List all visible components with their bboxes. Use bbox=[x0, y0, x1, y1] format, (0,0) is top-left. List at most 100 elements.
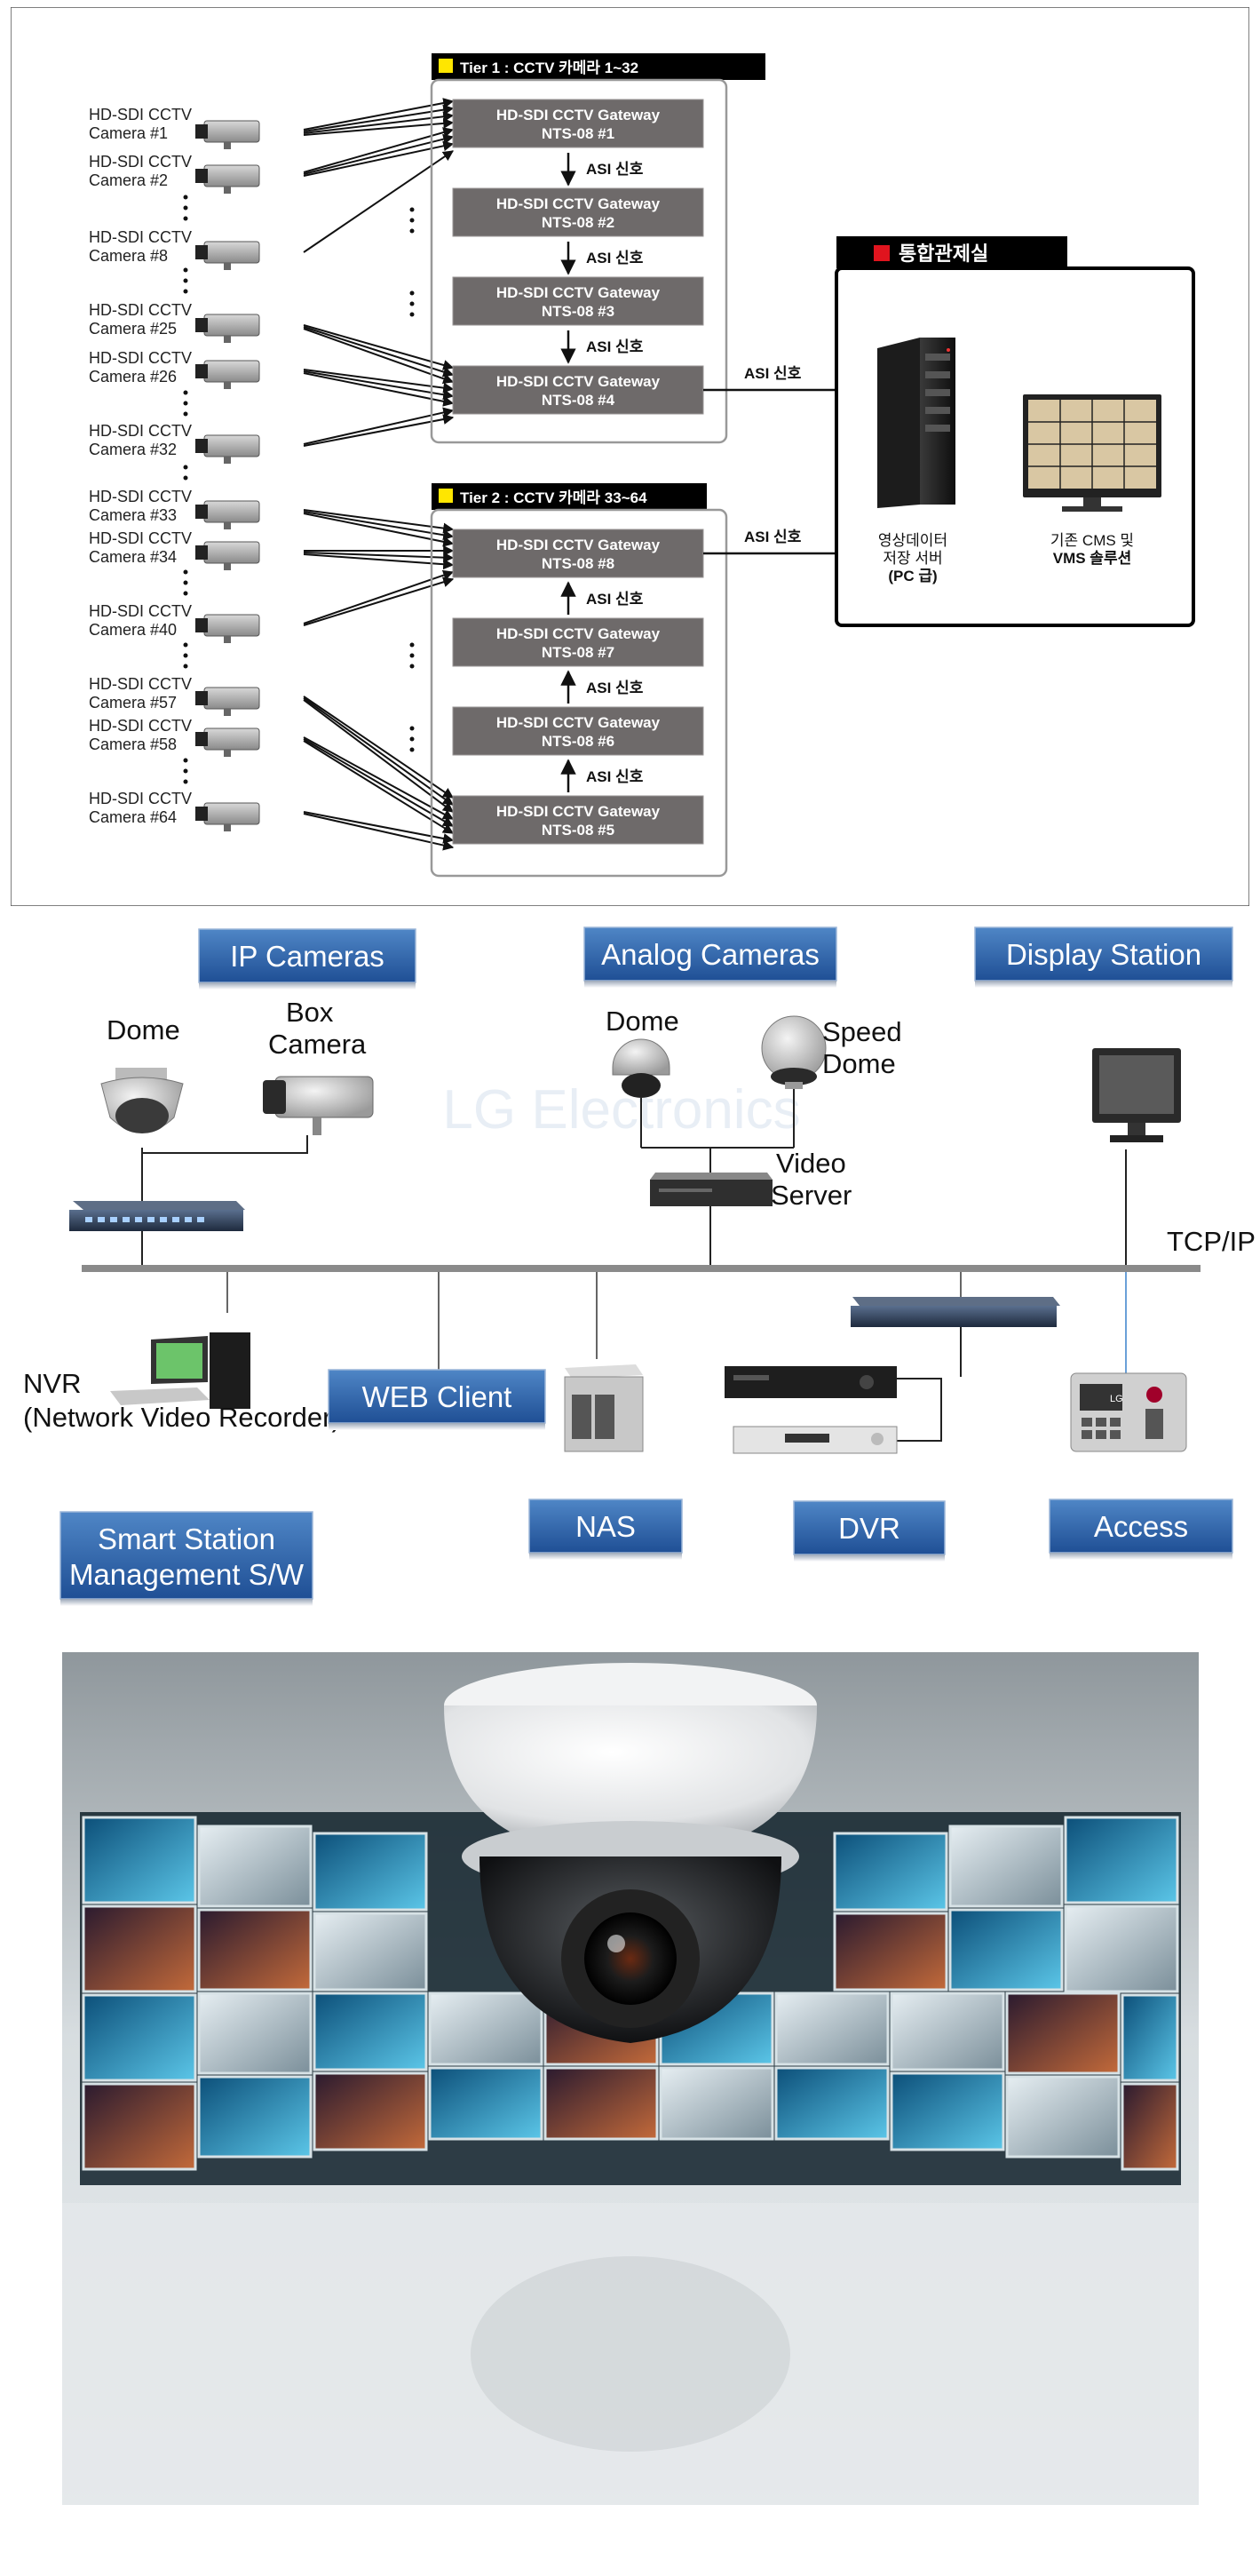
asi-signal-label: ASI 신호 bbox=[586, 680, 644, 696]
camera-label-line1: HD-SDI CCTV bbox=[89, 153, 192, 171]
banner-smart-station: Smart Station Management S/W bbox=[59, 1511, 313, 1606]
video-server-icon bbox=[650, 1173, 773, 1206]
floor-reflection bbox=[62, 2203, 1199, 2505]
cctv-camera-icon bbox=[195, 314, 260, 343]
nas-device-icon bbox=[564, 1364, 644, 1452]
camera-label-line1: HD-SDI CCTV bbox=[89, 488, 192, 505]
camera-label-line1: HD-SDI CCTV bbox=[89, 228, 192, 246]
banner-label: Access bbox=[1094, 1510, 1188, 1543]
gateway-line2: NTS-08 #7 bbox=[542, 644, 614, 661]
camera-57: HD-SDI CCTV Camera #57 bbox=[89, 675, 192, 712]
analog-dome-label: Dome bbox=[606, 1006, 679, 1037]
camera-label-line2: Camera #58 bbox=[89, 735, 177, 753]
nvr-label-line2: (Network Video Recorder) bbox=[23, 1402, 341, 1433]
banner-display-station: Display Station bbox=[974, 926, 1233, 988]
camera-2: HD-SDI CCTV Camera #2 bbox=[89, 153, 192, 189]
speed-dome-label-line1: Speed bbox=[822, 1016, 902, 1047]
gateway-line2: NTS-08 #6 bbox=[542, 733, 614, 750]
asi-signal-label: ASI 신호 bbox=[586, 338, 644, 355]
banner-label: DVR bbox=[838, 1512, 900, 1545]
camera-8: HD-SDI CCTV Camera #8 bbox=[89, 228, 192, 265]
camera-label-line2: Camera #26 bbox=[89, 368, 177, 386]
camera-reflection bbox=[471, 2256, 790, 2452]
camera-label-line2: Camera #25 bbox=[89, 320, 177, 338]
camera-64: HD-SDI CCTV Camera #64 bbox=[89, 790, 192, 826]
tier-2-label: Tier 2 : CCTV 카메라 33~64 bbox=[460, 489, 647, 506]
gateway-line1: HD-SDI CCTV Gateway bbox=[496, 537, 661, 553]
tcpip-label: TCP/IP bbox=[1167, 1226, 1256, 1257]
gateway-nts-08-6 bbox=[452, 706, 704, 756]
camera-label-line2: Camera #64 bbox=[89, 808, 177, 826]
camera-list: HD-SDI CCTV Camera #1 HD-SDI CCTV Camera… bbox=[89, 106, 192, 826]
server-label-line1: 영상데이터 bbox=[878, 532, 947, 549]
tier-2-group: Tier 2 : CCTV 카메라 33~64 HD-SDI CCTV Gate… bbox=[430, 483, 728, 878]
camera-connection-arrows bbox=[303, 98, 455, 851]
gateway-nts-08-7 bbox=[452, 617, 704, 667]
camera-label-line1: HD-SDI CCTV bbox=[89, 675, 192, 693]
dome-security-camera-icon bbox=[444, 1663, 817, 2043]
cctv-camera-icon bbox=[195, 687, 260, 716]
network-architecture-diagram: IP Cameras Analog Cameras Display Statio… bbox=[23, 926, 1256, 1606]
asi-signal-label: ASI 신호 bbox=[744, 365, 802, 382]
camera-32: HD-SDI CCTV Camera #32 bbox=[89, 422, 192, 458]
cctv-camera-icon bbox=[195, 614, 260, 643]
banner-label-line1: Smart Station bbox=[98, 1523, 275, 1555]
banner-label: IP Cameras bbox=[230, 940, 384, 973]
camera-25: HD-SDI CCTV Camera #25 bbox=[89, 301, 192, 338]
asi-signal-label: ASI 신호 bbox=[586, 591, 644, 608]
banner-nas: NAS bbox=[528, 1499, 683, 1560]
box-camera-icon bbox=[263, 1076, 374, 1135]
nvr-label-line1: NVR bbox=[23, 1368, 81, 1399]
dome-label: Dome bbox=[107, 1014, 180, 1046]
camera-1: HD-SDI CCTV Camera #1 bbox=[89, 106, 192, 142]
server-label-line3: (PC 급) bbox=[888, 568, 937, 584]
cctv-camera-icon bbox=[195, 727, 260, 757]
tier-label-bar bbox=[432, 483, 707, 510]
camera-label-line1: HD-SDI CCTV bbox=[89, 529, 192, 547]
gateway-line1: HD-SDI CCTV Gateway bbox=[496, 625, 661, 642]
gateway-line2: NTS-08 #3 bbox=[542, 303, 614, 320]
camera-40: HD-SDI CCTV Camera #40 bbox=[89, 602, 192, 639]
banner-label: Analog Cameras bbox=[601, 938, 820, 971]
watermark: LG Electronics bbox=[442, 1079, 800, 1141]
asi-signal-label: ASI 신호 bbox=[744, 529, 802, 545]
analog-camera-links bbox=[640, 1089, 795, 1173]
box-camera-label-line2: Camera bbox=[268, 1029, 367, 1060]
ip-dome-camera-icon bbox=[100, 1068, 184, 1133]
video-server-label-line2: Server bbox=[771, 1180, 852, 1211]
access-logo: LG bbox=[1110, 1394, 1123, 1404]
cctv-camera-icon bbox=[195, 120, 260, 149]
tier-2-frame bbox=[430, 508, 728, 878]
camera-58: HD-SDI CCTV Camera #58 bbox=[89, 717, 192, 753]
banner-dvr: DVR bbox=[793, 1500, 946, 1562]
gateway-line2: NTS-08 #8 bbox=[542, 555, 614, 572]
cctv-camera-icon bbox=[195, 541, 260, 570]
banner-label: Display Station bbox=[1006, 938, 1201, 971]
gateway-line2: NTS-08 #1 bbox=[542, 125, 614, 142]
dvr-bracket bbox=[897, 1378, 942, 1442]
banner-label: WEB Client bbox=[362, 1380, 512, 1413]
nvr-workstation-icon bbox=[110, 1332, 250, 1409]
speed-dome-label-line2: Dome bbox=[822, 1048, 896, 1079]
camera-label-line2: Camera #32 bbox=[89, 441, 177, 458]
access-control-device-icon: LG bbox=[1070, 1372, 1187, 1452]
tier-1-group: Tier 1 : CCTV 카메라 1~32 HD-SDI CCTV Gatew… bbox=[430, 53, 765, 444]
camera-label-line1: HD-SDI CCTV bbox=[89, 106, 192, 123]
cctv-camera-icon bbox=[195, 434, 260, 464]
gateway-line1: HD-SDI CCTV Gateway bbox=[496, 714, 661, 731]
camera-label-line1: HD-SDI CCTV bbox=[89, 349, 192, 367]
camera-26: HD-SDI CCTV Camera #26 bbox=[89, 349, 192, 386]
asi-signal-label: ASI 신호 bbox=[586, 768, 644, 785]
gateway-nts-08-1 bbox=[452, 99, 704, 148]
camera-label-line2: Camera #2 bbox=[89, 171, 168, 189]
dvr-switch-icon bbox=[851, 1297, 1060, 1327]
banner-web-client: WEB Client bbox=[328, 1369, 546, 1430]
camera-label-line1: HD-SDI CCTV bbox=[89, 602, 192, 620]
gateway-line1: HD-SDI CCTV Gateway bbox=[496, 284, 661, 301]
box-camera-label-line1: Box bbox=[286, 997, 334, 1028]
control-room: 통합관제실 영상데이터 저장 서버 (PC 급) 기존 CMS 및 VMS 솔루… bbox=[835, 236, 1195, 627]
cms-label-line2: VMS 솔루션 bbox=[1053, 550, 1131, 567]
camera-label-line1: HD-SDI CCTV bbox=[89, 790, 192, 807]
cms-label-line1: 기존 CMS 및 bbox=[1050, 532, 1134, 549]
monitor-wall-icon bbox=[1023, 394, 1161, 512]
